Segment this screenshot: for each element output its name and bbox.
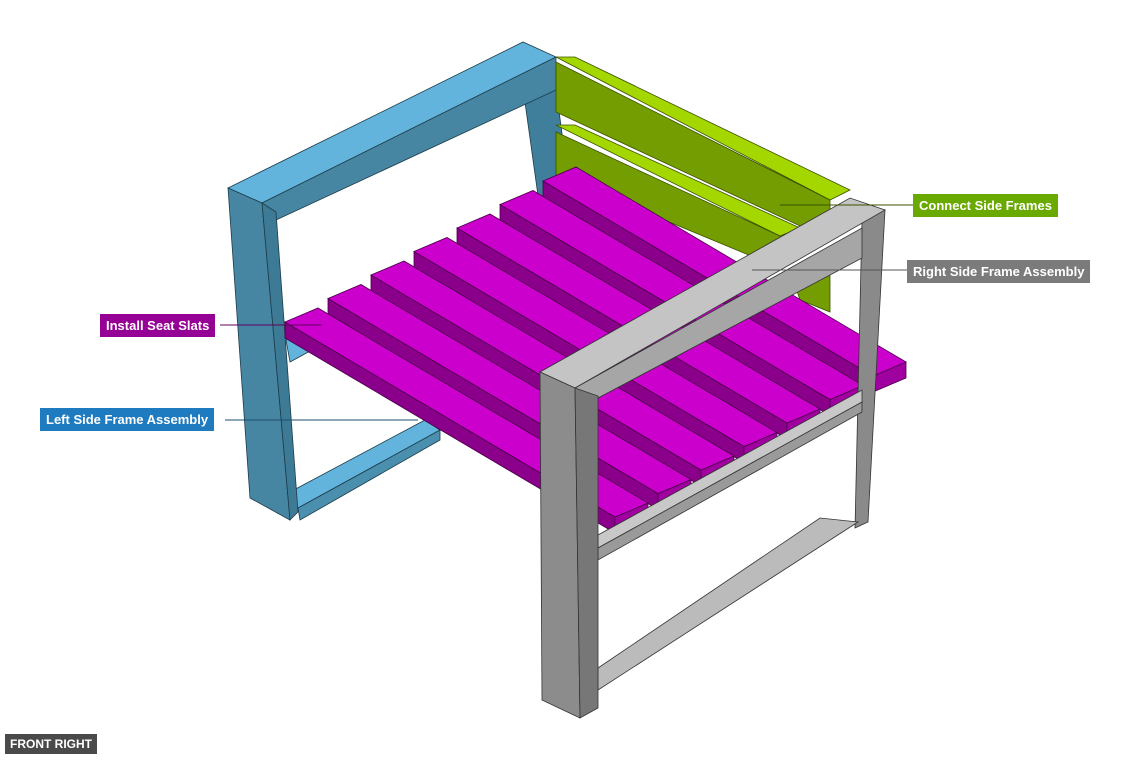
left-top-rail-side — [261, 56, 557, 221]
left-front-post-front — [261, 202, 299, 521]
left-bottom-rail-side — [297, 429, 441, 521]
view-orientation-badge: FRONT RIGHT — [5, 734, 97, 754]
callout-right-side-frame: Right Side Frame Assembly — [907, 260, 1091, 283]
left-top-rail-top — [227, 41, 557, 204]
right-front-post-side — [539, 371, 581, 719]
right-front-post-front — [574, 387, 599, 719]
callout-left-side-frame: Left Side Frame Assembly — [40, 408, 215, 431]
back-rails — [555, 56, 851, 313]
left-side-frame — [227, 41, 573, 521]
left-bottom-rail-top — [289, 419, 441, 509]
right-bottom-rail-top — [597, 517, 860, 691]
leader-lines — [220, 204, 913, 421]
callout-install-seat-slats: Install Seat Slats — [100, 314, 216, 337]
callout-connect-side-frames: Connect Side Frames — [913, 194, 1058, 217]
right-side-frame — [539, 197, 886, 719]
back-rail-upper-top — [555, 56, 851, 201]
